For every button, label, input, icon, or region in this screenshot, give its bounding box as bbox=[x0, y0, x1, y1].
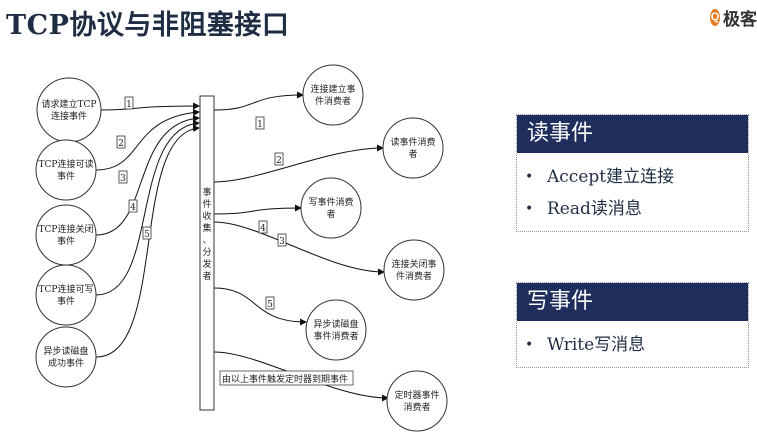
page-title: TCP协议与非阻塞接口 bbox=[6, 10, 290, 41]
target-node-6: 定时器事件消费者 bbox=[386, 370, 448, 432]
target-node-1-circle bbox=[302, 64, 364, 126]
list-item-text: Read读消息 bbox=[547, 199, 642, 219]
list-item: • Accept建立连接 bbox=[517, 161, 748, 193]
source-edge-label-3: 3 bbox=[118, 170, 128, 184]
target-node-6-label: 定时器事件消费者 bbox=[394, 389, 439, 413]
read-events-title: 读事件 bbox=[517, 115, 748, 153]
source-node-3-label: TCP连接关闭事件 bbox=[39, 223, 94, 247]
target-node-3: 写事件消费者 bbox=[300, 177, 362, 239]
source-node-5: 异步读磁盘成功事件 bbox=[35, 326, 97, 388]
list-item-text: Accept建立连接 bbox=[547, 167, 675, 187]
source-edge-label-1: 1 bbox=[124, 96, 134, 110]
write-events-list: • Write写消息 bbox=[517, 321, 748, 367]
source-node-4-circle bbox=[35, 264, 97, 326]
svg-text:3: 3 bbox=[279, 237, 285, 247]
source-node-2-circle bbox=[35, 139, 97, 201]
target-node-4-circle bbox=[383, 239, 445, 301]
target-node-2-circle bbox=[382, 117, 444, 179]
target-node-1: 连接建立事件消费者 bbox=[302, 64, 364, 126]
source-edge-label-5: 5 bbox=[142, 226, 152, 240]
bullet-icon: • bbox=[525, 201, 534, 217]
source-node-5-label: 异步读磁盘成功事件 bbox=[43, 345, 88, 369]
edge-target-5 bbox=[213, 287, 307, 326]
source-node-1-circle bbox=[36, 77, 102, 143]
target-node-3-circle bbox=[300, 177, 362, 239]
edge-target-4 bbox=[213, 221, 385, 276]
target-node-6-circle bbox=[386, 370, 448, 432]
edge-target-2 bbox=[213, 144, 384, 183]
read-events-list: • Accept建立连接 • Read读消息 bbox=[517, 153, 748, 231]
svg-text:4: 4 bbox=[260, 224, 266, 234]
logo-text: 极客 bbox=[723, 9, 757, 29]
target-edge-label-4: 3 bbox=[277, 233, 287, 247]
list-item-text: Write写消息 bbox=[547, 335, 646, 355]
list-item: • Write写消息 bbox=[517, 329, 748, 361]
target-node-5-circle bbox=[305, 299, 367, 361]
edge-target-1 bbox=[213, 91, 304, 111]
target-edge-label-3: 4 bbox=[258, 220, 268, 234]
source-node-3-circle bbox=[35, 204, 97, 266]
svg-text:1: 1 bbox=[126, 100, 132, 110]
edge-source-1 bbox=[100, 102, 200, 111]
hub-label: 事件收集、分发者 bbox=[202, 186, 211, 282]
list-item: • Read读消息 bbox=[517, 193, 748, 225]
target-node-2: 读事件消费者 bbox=[382, 117, 444, 179]
svg-text:5: 5 bbox=[267, 300, 273, 310]
timer-note: 由以上事件触发定时器到期事件 bbox=[219, 370, 354, 386]
svg-text:由以上事件触发定时器到期事件: 由以上事件触发定时器到期事件 bbox=[222, 373, 348, 385]
target-edge-label-5: 5 bbox=[265, 296, 275, 310]
edge-source-4 bbox=[95, 120, 200, 296]
edge-source-2 bbox=[95, 109, 200, 171]
read-events-panel: 读事件 • Accept建立连接 • Read读消息 bbox=[516, 114, 749, 232]
svg-text:5: 5 bbox=[144, 230, 150, 240]
source-node-5-circle bbox=[35, 326, 97, 388]
target-node-4: 连接关闭事件消费者 bbox=[383, 239, 445, 301]
target-node-2-label: 读事件消费者 bbox=[390, 136, 435, 160]
edge-source-5 bbox=[95, 125, 200, 358]
svg-text:2: 2 bbox=[276, 156, 282, 166]
source-edge-label-4: 4 bbox=[128, 199, 138, 213]
source-node-2-label: TCP连接可读事件 bbox=[39, 158, 94, 182]
source-node-4: TCP连接可写事件 bbox=[35, 264, 97, 326]
svg-text:3: 3 bbox=[120, 174, 126, 184]
edge-source-3 bbox=[95, 115, 200, 236]
source-node-3: TCP连接关闭事件 bbox=[35, 204, 97, 266]
target-node-5: 异步读磁盘事件消费者 bbox=[305, 299, 367, 361]
target-edge-label-1: 1 bbox=[255, 116, 265, 130]
svg-text:2: 2 bbox=[118, 139, 124, 149]
source-node-4-label: TCP连接可写事件 bbox=[39, 283, 94, 307]
svg-text:1: 1 bbox=[257, 120, 263, 130]
bullet-icon: • bbox=[525, 169, 534, 185]
brand-logo: Q 极客 bbox=[710, 4, 757, 30]
target-edge-label-2: 2 bbox=[274, 152, 284, 166]
source-edge-label-2: 2 bbox=[116, 135, 126, 149]
target-node-1-label: 连接建立事件消费者 bbox=[310, 83, 355, 107]
edge-target-3 bbox=[213, 204, 302, 215]
logo-icon: Q bbox=[710, 8, 720, 26]
svg-text:4: 4 bbox=[130, 203, 136, 213]
target-node-3-label: 写事件消费者 bbox=[308, 196, 353, 220]
source-node-2: TCP连接可读事件 bbox=[35, 139, 97, 201]
target-node-5-label: 异步读磁盘事件消费者 bbox=[313, 318, 358, 342]
write-events-panel: 写事件 • Write写消息 bbox=[516, 282, 749, 368]
event-dispatcher-hub: 事件收集、分发者 bbox=[199, 95, 215, 411]
write-events-title: 写事件 bbox=[517, 283, 748, 321]
target-node-4-label: 连接关闭事件消费者 bbox=[391, 258, 436, 282]
bullet-icon: • bbox=[525, 337, 534, 353]
